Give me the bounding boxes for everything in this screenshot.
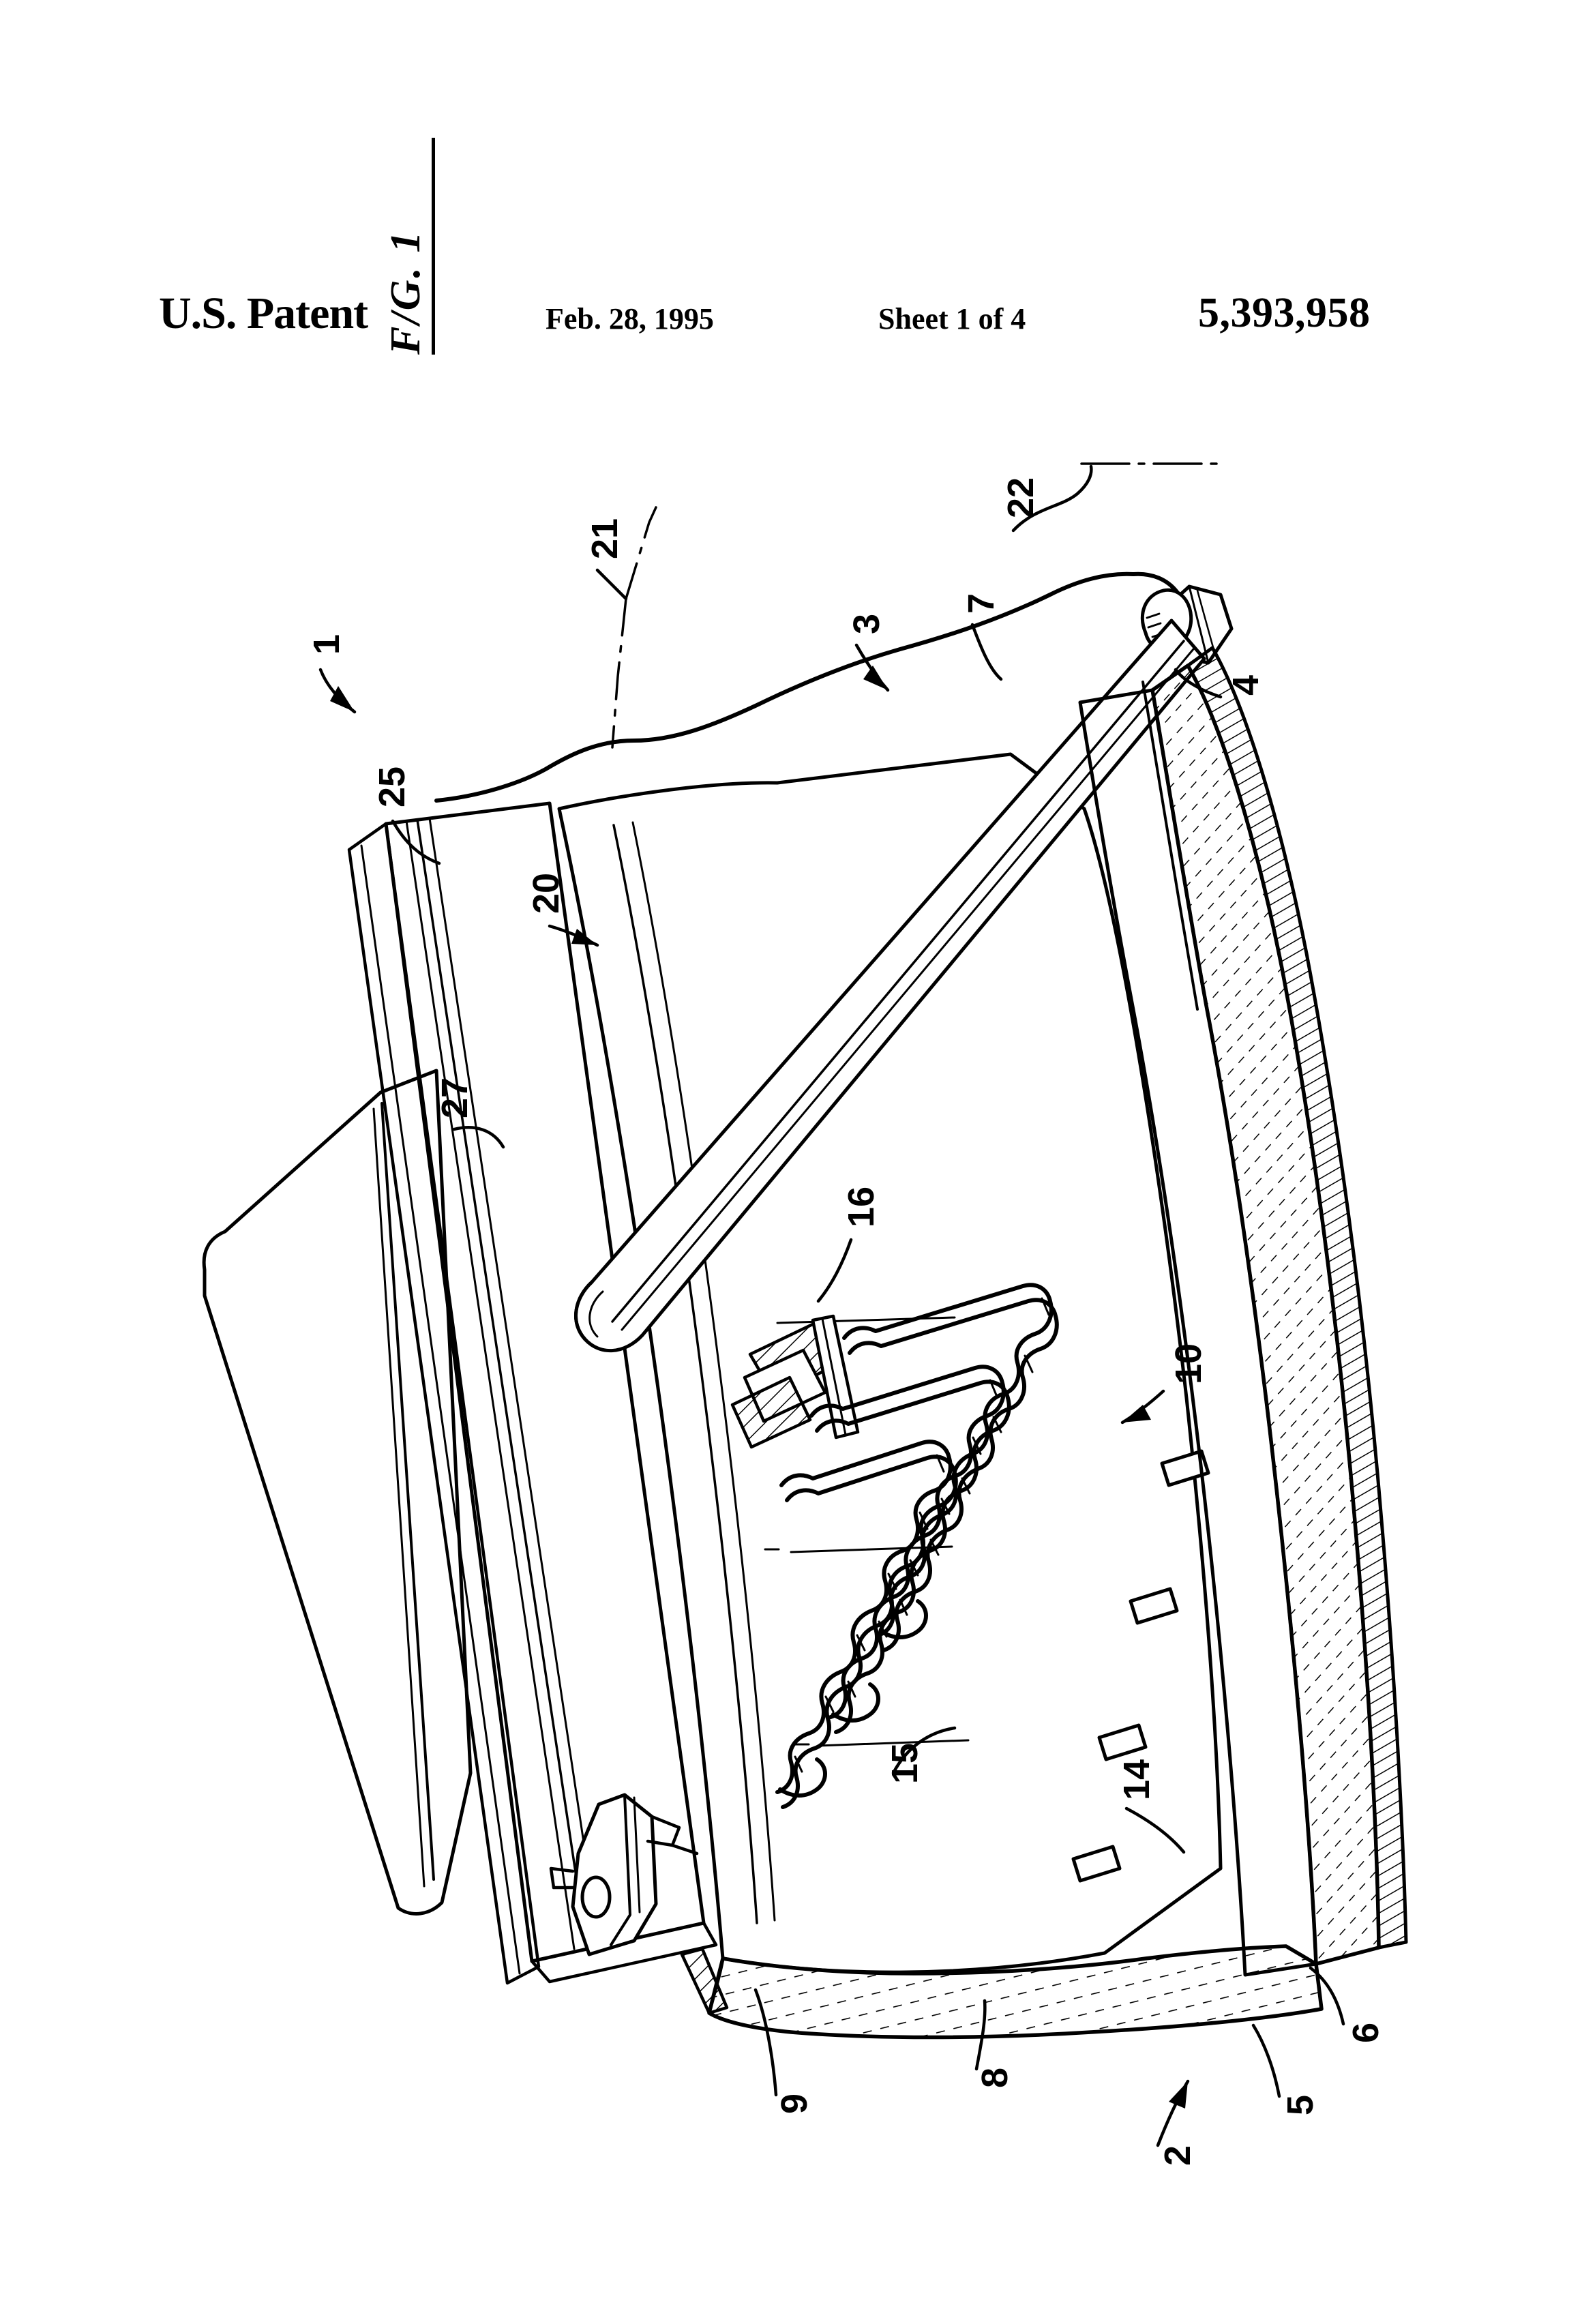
patent-number: 5,393,958	[1198, 290, 1371, 336]
spring-end-clips	[778, 1599, 928, 1798]
ref-numeral-15: 15	[884, 1742, 925, 1784]
seat-back-panel	[202, 1069, 473, 1916]
figure-caption: F/G. 1	[382, 136, 443, 355]
ref-numeral-7: 7	[961, 593, 1002, 614]
ref-numeral-27: 27	[434, 1077, 475, 1118]
patent-header: U.S. Patent Feb. 28, 1995 Sheet 1 of 4 5…	[0, 143, 1582, 338]
ref-numeral-4: 4	[1225, 674, 1266, 696]
spring-anchor-plate	[730, 1314, 860, 1449]
seat-pan	[557, 752, 1223, 1974]
mounting-bracket	[549, 1793, 699, 1956]
ref-numeral-25: 25	[372, 766, 413, 807]
spring-wire-2	[809, 1365, 1011, 1734]
bottom-foam-section	[680, 1944, 1324, 2040]
ref-numeral-8: 8	[974, 2067, 1015, 2088]
ref-numeral-22: 22	[1000, 477, 1041, 518]
ref-numeral-6: 6	[1345, 2022, 1386, 2043]
leader-lines	[318, 462, 1345, 2147]
ref-numeral-14: 14	[1116, 1759, 1157, 1800]
ref-numeral-5: 5	[1280, 2094, 1321, 2115]
front-rail	[384, 801, 718, 1984]
spring-anchor-clips	[1071, 1449, 1210, 1883]
bolster-bar	[574, 619, 1206, 1353]
patent-issue-date: Feb. 28, 1995	[546, 302, 714, 336]
patent-office-title: U.S. Patent	[159, 288, 368, 338]
ref-numeral-10: 10	[1168, 1343, 1209, 1384]
ref-numeral-1: 1	[306, 634, 347, 655]
ref-numeral-21: 21	[584, 518, 625, 559]
sheet-number: Sheet 1 of 4	[878, 302, 1026, 336]
figure-caption-text: F/G. 1	[383, 229, 429, 355]
ref-numeral-20: 20	[526, 872, 567, 914]
rail-outer-strip	[347, 822, 541, 1985]
ref-numeral-2: 2	[1157, 2145, 1198, 2166]
ref-numeral-16: 16	[841, 1186, 882, 1227]
ref-numeral-3: 3	[846, 613, 887, 634]
figure-caption-rule	[432, 138, 435, 355]
trim-cover-flap	[434, 571, 1179, 803]
spring-wire-3	[775, 1440, 958, 1809]
ref-numeral-9: 9	[774, 2093, 815, 2114]
sinuous-springs	[775, 1283, 1059, 1809]
